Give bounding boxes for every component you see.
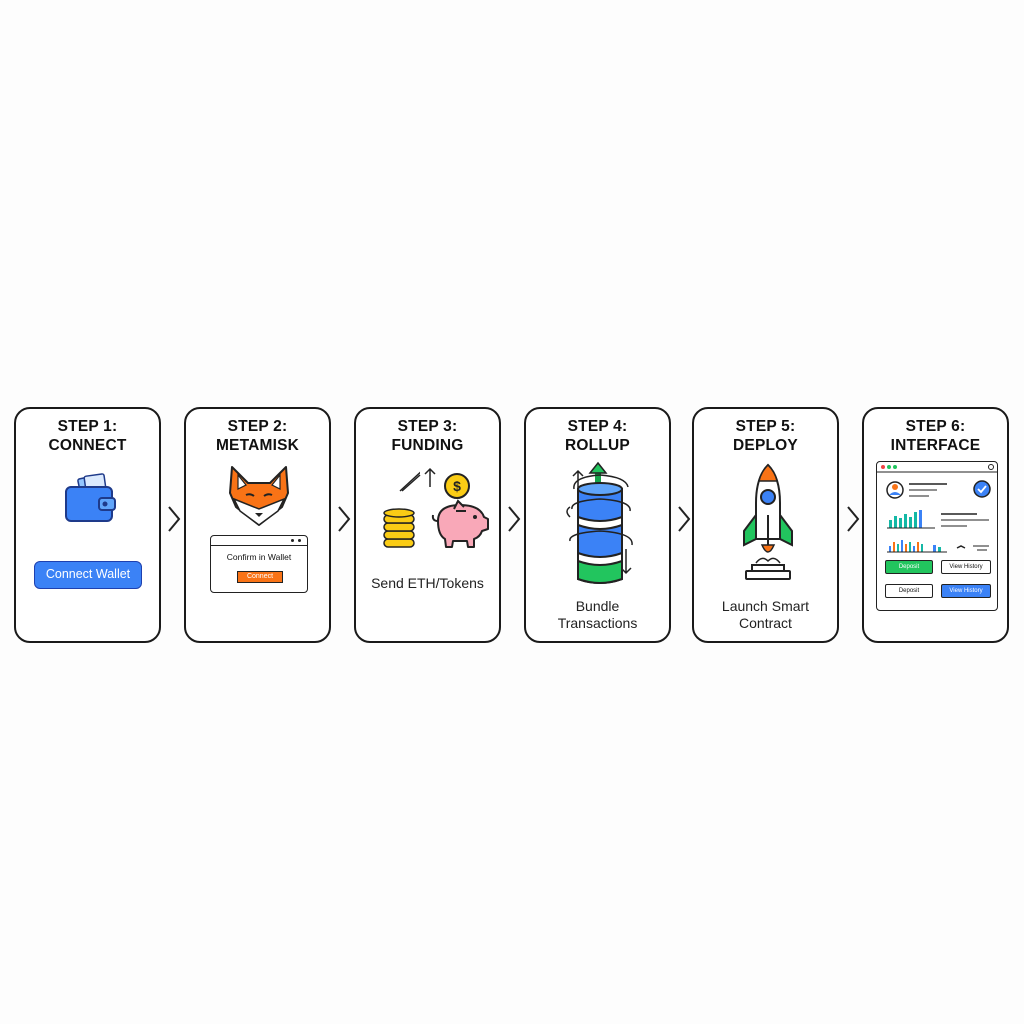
step-5-caption-line1: Launch Smart [721, 598, 810, 614]
chevron-right-icon [338, 506, 351, 532]
step-4-caption-line2: Transactions [557, 615, 638, 631]
step-4-name: ROLLUP [565, 437, 630, 454]
step-3-card: STEP 3: FUNDING $ Send ETH/Tokens [354, 407, 501, 643]
fox-icon [229, 466, 289, 526]
step-2-name: METAMISK [215, 437, 300, 454]
arrow-up-icon [401, 467, 436, 492]
svg-text:$: $ [453, 478, 461, 494]
deposit-button-green[interactable]: Deposit [885, 560, 933, 574]
step-4-title: STEP 4: ROLLUP [526, 417, 669, 455]
step-2-title: STEP 2: METAMISK [186, 417, 329, 455]
step-5-name: DEPLOY [733, 437, 798, 454]
step-3-name: FUNDING [391, 437, 464, 454]
step-3-caption: Send ETH/Tokens [371, 575, 484, 591]
dollar-coin-icon: $ [444, 473, 470, 499]
step-6-title: STEP 6: INTERFACE [864, 417, 1007, 455]
connect-wallet-button[interactable]: Connect Wallet [34, 561, 142, 589]
piggy-bank-icon [431, 499, 489, 548]
step-2-number: STEP 2: [227, 418, 288, 435]
chevron-right-icon [847, 506, 860, 532]
step-5-card: STEP 5: DEPLOY Launch Smart Contract [692, 407, 839, 643]
step-3-title: STEP 3: FUNDING [356, 417, 499, 455]
step-2-card: STEP 2: METAMISK Confirm in Wallet Conne… [184, 407, 331, 643]
chevron-right-icon [508, 506, 521, 532]
step-5-number: STEP 5: [735, 418, 796, 435]
step-5-caption-line2: Contract [739, 615, 792, 631]
rollup-stack-icon [566, 461, 633, 584]
step-1-card: STEP 1: CONNECT Connect Wallet [14, 407, 161, 643]
step-6-number: STEP 6: [905, 418, 966, 435]
deposit-button[interactable]: Deposit [885, 584, 933, 598]
step-1-name: CONNECT [48, 437, 127, 454]
step-1-title: STEP 1: CONNECT [16, 417, 159, 455]
step-6-card: STEP 6: INTERFACE [862, 407, 1009, 643]
confirm-connect-button[interactable]: Connect [237, 571, 283, 583]
rocket-icon [743, 463, 793, 580]
step-1-number: STEP 1: [57, 418, 118, 435]
step-5-title: STEP 5: DEPLOY [694, 417, 837, 455]
step-6-name: INTERFACE [890, 437, 981, 454]
dapp-dashboard-icon [877, 464, 997, 553]
dialog-text: Confirm in Wallet [226, 552, 292, 562]
step-3-number: STEP 3: [397, 418, 458, 435]
view-history-button-blue[interactable]: View History [941, 584, 991, 598]
wallet-icon [65, 473, 116, 522]
chevron-right-icon [678, 506, 691, 532]
confirm-dialog: Confirm in Wallet Connect [210, 535, 308, 593]
chevron-right-icon [168, 506, 181, 532]
coin-stack-icon [383, 471, 420, 548]
dialog-titlebar [211, 536, 307, 546]
step-4-card: STEP 4: ROLLUP Bundle Transactions [524, 407, 671, 643]
step-4-caption-line1: Bundle [575, 598, 620, 614]
step-4-number: STEP 4: [567, 418, 628, 435]
dapp-window: Deposit View History Deposit View Histor… [876, 461, 998, 611]
view-history-button[interactable]: View History [941, 560, 991, 574]
